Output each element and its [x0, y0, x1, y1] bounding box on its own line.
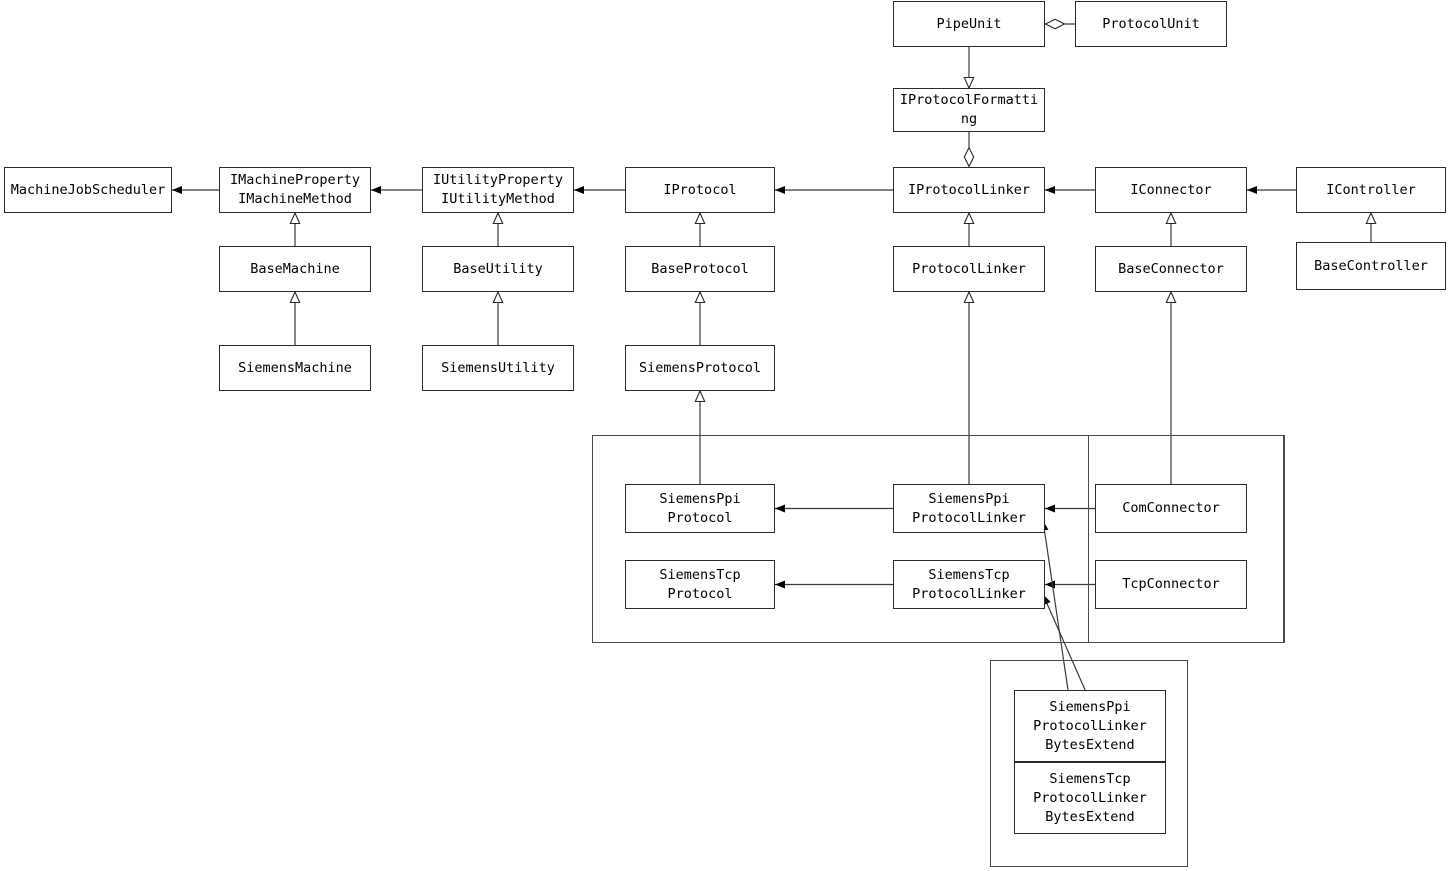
group-protocol-impl-group	[592, 435, 1284, 643]
class-box-base-connector[interactable]: BaseConnector	[1095, 246, 1247, 292]
class-box-protocol-unit[interactable]: ProtocolUnit	[1075, 1, 1227, 47]
class-box-base-machine[interactable]: BaseMachine	[219, 246, 371, 292]
class-box-imachine[interactable]: IMachineProperty IMachineMethod	[219, 167, 371, 213]
class-box-iprotocol[interactable]: IProtocol	[625, 167, 775, 213]
class-box-iprotocol-formatting[interactable]: IProtocolFormatti ng	[893, 88, 1045, 132]
class-box-siemens-ppi-bytes[interactable]: SiemensPpi ProtocolLinker BytesExtend	[1014, 690, 1166, 762]
class-box-iconnector[interactable]: IConnector	[1095, 167, 1247, 213]
group-connector-impl-group	[1088, 435, 1285, 643]
class-box-com-connector[interactable]: ComConnector	[1095, 484, 1247, 533]
class-box-tcp-connector[interactable]: TcpConnector	[1095, 560, 1247, 609]
class-box-pipe-unit[interactable]: PipeUnit	[893, 1, 1045, 47]
class-box-siemens-tcp-bytes[interactable]: SiemensTcp ProtocolLinker BytesExtend	[1014, 762, 1166, 834]
class-box-icontroller[interactable]: IController	[1296, 167, 1446, 213]
class-box-siemens-ppi-protocol[interactable]: SiemensPpi Protocol	[625, 484, 775, 533]
class-box-siemens-ppi-linker[interactable]: SiemensPpi ProtocolLinker	[893, 484, 1045, 533]
class-box-base-controller[interactable]: BaseController	[1296, 242, 1446, 290]
class-box-siemens-tcp-protocol[interactable]: SiemensTcp Protocol	[625, 560, 775, 609]
class-box-iutility[interactable]: IUtilityProperty IUtilityMethod	[422, 167, 574, 213]
class-box-siemens-tcp-linker[interactable]: SiemensTcp ProtocolLinker	[893, 560, 1045, 609]
group-bytes-extend-group	[990, 660, 1188, 867]
class-box-siemens-machine[interactable]: SiemensMachine	[219, 345, 371, 391]
class-box-siemens-protocol[interactable]: SiemensProtocol	[625, 345, 775, 391]
class-box-machine-job-scheduler[interactable]: MachineJobScheduler	[4, 167, 172, 213]
class-box-siemens-utility[interactable]: SiemensUtility	[422, 345, 574, 391]
class-box-iprotocol-linker[interactable]: IProtocolLinker	[893, 167, 1045, 213]
class-box-base-utility[interactable]: BaseUtility	[422, 246, 574, 292]
class-box-protocol-linker[interactable]: ProtocolLinker	[893, 246, 1045, 292]
class-box-base-protocol[interactable]: BaseProtocol	[625, 246, 775, 292]
